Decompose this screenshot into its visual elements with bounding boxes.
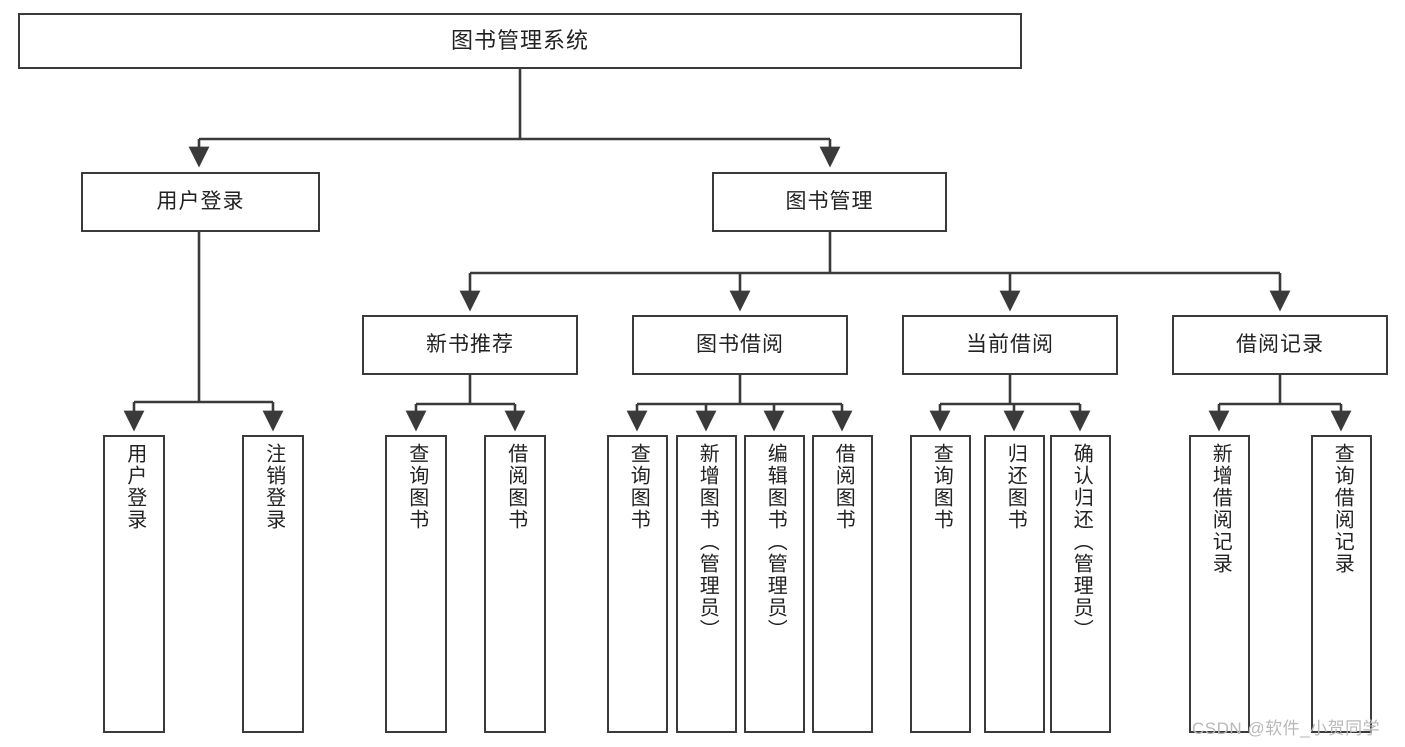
leaf-query-book-borrow-label: 查询图书: [627, 443, 650, 531]
leaf-confirm-return[interactable]: 确认归还（管理员）: [1050, 435, 1111, 733]
node-book-borrow-label: 图书借阅: [696, 333, 784, 357]
leaf-add-book-label: 新增图书（管理员）: [696, 443, 719, 641]
leaf-return-book[interactable]: 归还图书: [984, 435, 1045, 733]
node-user-login-label: 用户登录: [156, 190, 245, 214]
node-current-borrow[interactable]: 当前借阅: [902, 315, 1118, 375]
leaf-user-login[interactable]: 用户登录: [103, 435, 165, 733]
leaf-user-login-label: 用户登录: [123, 443, 146, 531]
watermark: CSDN @软件_小贺同学: [1192, 719, 1381, 738]
leaf-query-book-current-label: 查询图书: [930, 443, 953, 531]
leaf-query-book-current[interactable]: 查询图书: [910, 435, 971, 733]
node-current-borrow-label: 当前借阅: [966, 333, 1054, 357]
leaf-borrow-book[interactable]: 借阅图书: [812, 435, 873, 733]
node-book-manage-label: 图书管理: [785, 190, 874, 214]
leaf-confirm-return-label: 确认归还（管理员）: [1070, 443, 1093, 641]
node-borrow-record-label: 借阅记录: [1236, 333, 1324, 357]
node-root[interactable]: 图书管理系统: [18, 13, 1022, 69]
node-user-login[interactable]: 用户登录: [81, 172, 320, 232]
node-new-book-recommend[interactable]: 新书推荐: [362, 315, 578, 375]
node-borrow-record[interactable]: 借阅记录: [1172, 315, 1388, 375]
node-new-book-recommend-label: 新书推荐: [426, 333, 514, 357]
leaf-borrow-book-rec[interactable]: 借阅图书: [484, 435, 546, 733]
leaf-query-record-label: 查询借阅记录: [1331, 443, 1354, 575]
leaf-query-book-rec[interactable]: 查询图书: [385, 435, 447, 733]
node-book-manage[interactable]: 图书管理: [712, 172, 947, 232]
leaf-logout-label: 注销登录: [262, 443, 285, 531]
leaf-borrow-book-rec-label: 借阅图书: [504, 443, 527, 531]
leaf-query-record[interactable]: 查询借阅记录: [1311, 435, 1372, 733]
leaf-add-book[interactable]: 新增图书（管理员）: [676, 435, 737, 733]
leaf-query-book-rec-label: 查询图书: [405, 443, 428, 531]
leaf-add-record[interactable]: 新增借阅记录: [1189, 435, 1250, 733]
node-book-borrow[interactable]: 图书借阅: [632, 315, 848, 375]
leaf-return-book-label: 归还图书: [1004, 443, 1027, 531]
leaf-edit-book-label: 编辑图书（管理员）: [764, 443, 787, 641]
leaf-logout[interactable]: 注销登录: [242, 435, 304, 733]
leaf-borrow-book-label: 借阅图书: [832, 443, 855, 531]
leaf-add-record-label: 新增借阅记录: [1209, 443, 1232, 575]
leaf-query-book-borrow[interactable]: 查询图书: [607, 435, 668, 733]
node-root-label: 图书管理系统: [450, 27, 589, 53]
leaf-edit-book[interactable]: 编辑图书（管理员）: [744, 435, 805, 733]
